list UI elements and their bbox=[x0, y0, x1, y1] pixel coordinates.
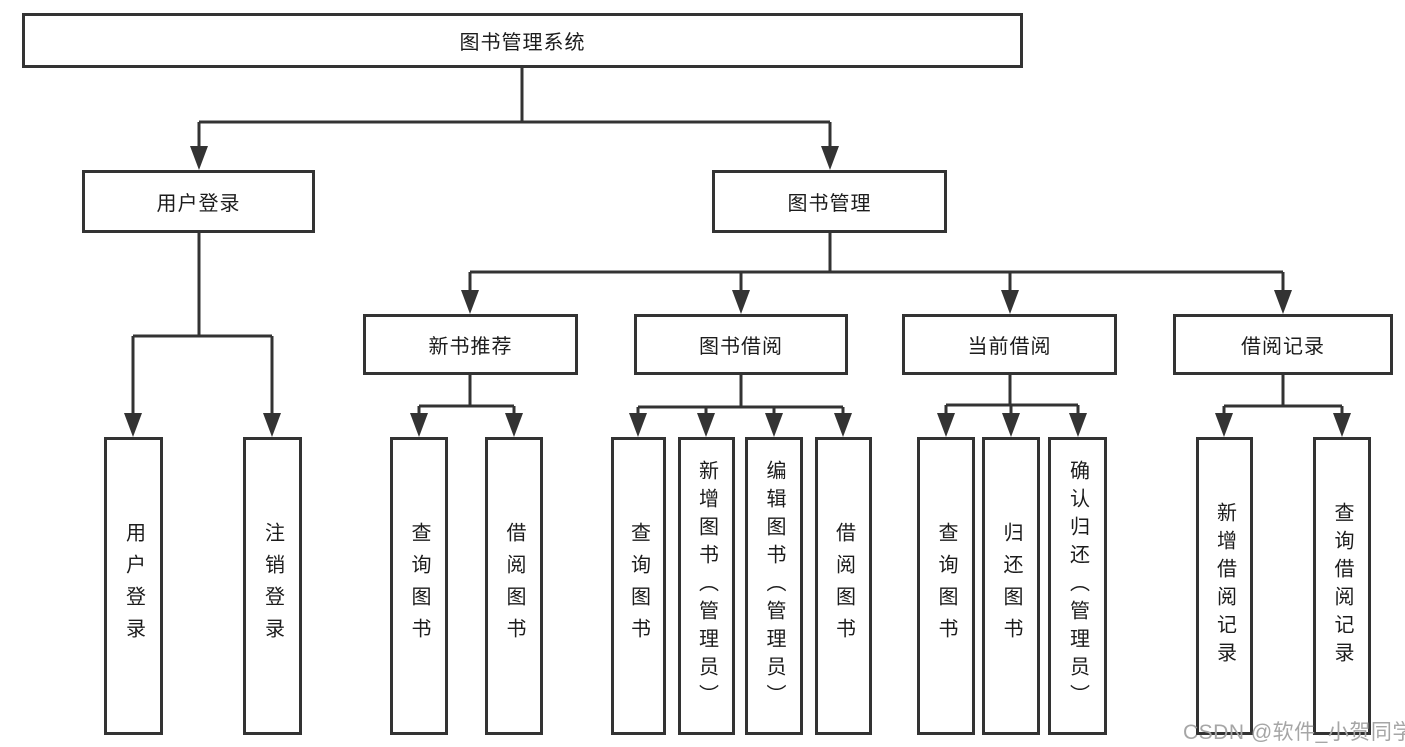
leaf-return-books-label: 归还图书 bbox=[1000, 522, 1022, 650]
leaf-logout: 注销登录 bbox=[243, 437, 302, 735]
leaf-edit-books-admin: 编辑图书（管理员） bbox=[745, 437, 803, 735]
node-book-management-label: 图书管理 bbox=[787, 193, 872, 215]
node-book-borrow: 图书借阅 bbox=[634, 314, 848, 375]
root-node-label: 图书管理系统 bbox=[459, 32, 586, 54]
leaf-return-books: 归还图书 bbox=[982, 437, 1040, 735]
leaf-query-books-borrow-label: 查询图书 bbox=[627, 522, 650, 650]
node-new-book-recommend-label: 新书推荐 bbox=[428, 336, 513, 358]
leaf-borrow-books-label: 借阅图书 bbox=[832, 522, 855, 650]
leaf-add-books-admin: 新增图书（管理员） bbox=[678, 437, 735, 735]
leaf-borrow-books-recommend: 借阅图书 bbox=[485, 437, 543, 735]
leaf-edit-books-admin-label: 编辑图书（管理员） bbox=[763, 460, 785, 712]
node-user-login-label: 用户登录 bbox=[156, 193, 241, 215]
leaf-user-login-label: 用户登录 bbox=[122, 522, 145, 650]
node-current-borrow: 当前借阅 bbox=[902, 314, 1117, 375]
leaf-query-borrow-record: 查询借阅记录 bbox=[1313, 437, 1371, 735]
leaf-confirm-return-admin: 确认归还（管理员） bbox=[1048, 437, 1107, 735]
leaf-query-books-borrow: 查询图书 bbox=[611, 437, 666, 735]
node-book-management: 图书管理 bbox=[712, 170, 947, 233]
node-new-book-recommend: 新书推荐 bbox=[363, 314, 578, 375]
watermark: CSDN @软件_小贺同学 bbox=[1183, 721, 1405, 744]
root-node-library-system: 图书管理系统 bbox=[22, 13, 1023, 68]
leaf-query-books-current-label: 查询图书 bbox=[935, 522, 957, 650]
leaf-borrow-books: 借阅图书 bbox=[815, 437, 872, 735]
node-borrow-records-label: 借阅记录 bbox=[1241, 336, 1325, 358]
leaf-add-borrow-record: 新增借阅记录 bbox=[1196, 437, 1253, 735]
leaf-query-books-recommend-label: 查询图书 bbox=[408, 522, 430, 650]
leaf-borrow-books-recommend-label: 借阅图书 bbox=[503, 522, 525, 650]
leaf-add-books-admin-label: 新增图书（管理员） bbox=[695, 460, 718, 712]
node-book-borrow-label: 图书借阅 bbox=[699, 336, 783, 358]
leaf-query-borrow-record-label: 查询借阅记录 bbox=[1331, 502, 1353, 670]
leaf-query-books-recommend: 查询图书 bbox=[390, 437, 448, 735]
node-borrow-records: 借阅记录 bbox=[1173, 314, 1393, 375]
leaf-query-books-current: 查询图书 bbox=[917, 437, 975, 735]
node-user-login: 用户登录 bbox=[82, 170, 315, 233]
leaf-logout-label: 注销登录 bbox=[261, 522, 284, 650]
node-current-borrow-label: 当前借阅 bbox=[967, 336, 1052, 358]
leaf-user-login: 用户登录 bbox=[104, 437, 163, 735]
leaf-add-borrow-record-label: 新增借阅记录 bbox=[1213, 502, 1236, 670]
leaf-confirm-return-admin-label: 确认归还（管理员） bbox=[1066, 460, 1089, 712]
